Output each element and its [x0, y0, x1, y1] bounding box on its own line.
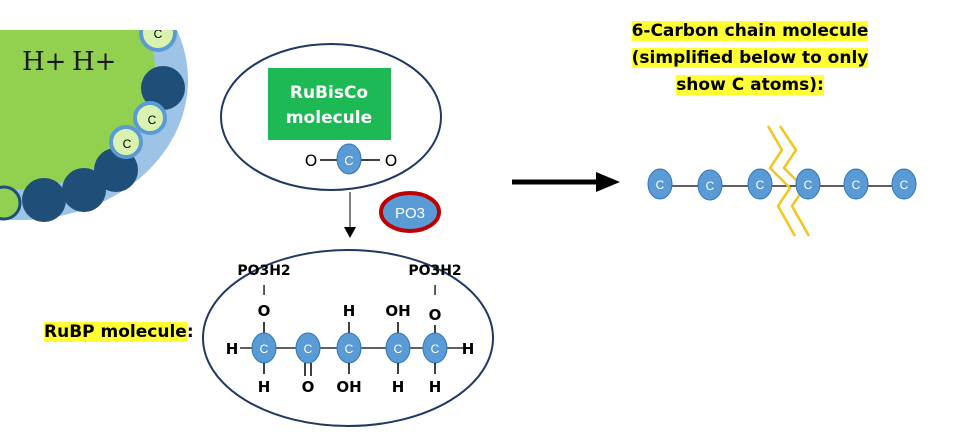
h-ion-label: H+: [22, 47, 66, 77]
chain-carbon: C: [795, 168, 821, 200]
six-carbon-title: 6-Carbon chain molecule (simplified belo…: [600, 18, 900, 99]
chain-carbon: C: [647, 168, 673, 200]
co2-c: C: [344, 153, 353, 168]
svg-text:C: C: [123, 137, 132, 151]
svg-text:C: C: [148, 113, 157, 127]
rubp-h-bottom-4: H: [392, 378, 405, 396]
small-sphere: [0, 185, 22, 221]
rubp-o-5: O: [429, 306, 442, 324]
rubp-h-left: H: [226, 340, 239, 358]
svg-text:C: C: [394, 342, 403, 356]
chain-break-left: [766, 125, 797, 237]
down-arrow-head: [344, 227, 356, 238]
six-carbon-title-line2: (simplified below to only: [631, 48, 869, 68]
svg-text:C: C: [431, 342, 440, 356]
svg-text:C: C: [345, 342, 354, 356]
big-arrow-head: [596, 172, 620, 192]
rubp-carbon: C: [422, 332, 448, 364]
svg-text:C: C: [706, 179, 715, 193]
rubp-o-bottom-2: O: [302, 378, 315, 396]
svg-text:I: I: [262, 284, 266, 299]
phosphate-group: PO3: [379, 191, 441, 233]
h-ion-label: H+: [72, 47, 116, 77]
membrane-carbon: C: [139, 27, 177, 52]
membrane-carbon: C: [109, 125, 143, 159]
rubp-group: PO3H2 PO3H2 I I O H OH O C C C C: [202, 249, 494, 427]
svg-text:C: C: [756, 178, 765, 192]
svg-text:C: C: [656, 178, 665, 192]
co2-molecule: O C O: [305, 143, 398, 175]
rubp-po3h2-left: PO3H2: [237, 263, 290, 279]
svg-text:C: C: [260, 342, 269, 356]
svg-text:C: C: [154, 27, 163, 41]
rubisco-box: [268, 68, 391, 140]
co2-o-left: O: [305, 151, 318, 170]
chain-carbon: C: [747, 168, 773, 200]
rubisco-label-1: RuBisCo: [290, 83, 368, 103]
rubp-carbon: C: [295, 332, 321, 364]
phosphate-label: PO3: [395, 205, 425, 222]
svg-text:C: C: [804, 178, 813, 192]
six-carbon-title-line3: show C atoms):: [676, 75, 824, 95]
rubp-oh-bottom-3: OH: [336, 378, 361, 396]
rubp-caption-colon: :: [186, 322, 194, 342]
cell-region: C C C H+ H+: [0, 27, 188, 222]
dark-sphere: [62, 168, 106, 212]
dark-sphere: [22, 178, 66, 222]
rubp-h-right: H: [462, 340, 475, 358]
rubp-carbon: C: [251, 332, 277, 364]
svg-text:C: C: [852, 178, 861, 192]
rubp-h-bottom-5: H: [429, 378, 442, 396]
chain-carbon: C: [891, 168, 917, 200]
six-carbon-title-line1: 6-Carbon chain molecule: [631, 21, 869, 41]
rubp-oh-top-4: OH: [385, 302, 410, 320]
phosphate-ellipse: [379, 191, 441, 233]
rubp-h-top-3: H: [343, 302, 356, 320]
chain-break-right: [778, 125, 811, 237]
rubisco-label-2: molecule: [286, 108, 372, 128]
dark-sphere: [141, 66, 185, 110]
rubp-caption-text: RuBP molecule: [44, 322, 187, 342]
six-carbon-chain: C C C C C C: [647, 125, 917, 237]
svg-text:I: I: [433, 284, 437, 299]
rubp-po3h2-right: PO3H2: [408, 263, 461, 279]
rubp-caption: RuBP molecule:: [44, 322, 194, 342]
svg-text:C: C: [304, 342, 313, 356]
svg-text:C: C: [900, 178, 909, 192]
chain-carbon: C: [843, 168, 869, 200]
rubp-carbon: C: [336, 332, 362, 364]
co2-o-right: O: [385, 151, 398, 170]
rubisco-group: RuBisCo molecule O C O: [220, 43, 442, 191]
rubp-h-bottom-1: H: [258, 378, 271, 396]
dark-sphere: [94, 148, 138, 192]
membrane-carbon: C: [133, 101, 167, 135]
rubp-carbon: C: [385, 332, 411, 364]
rubp-o-1: O: [258, 302, 271, 320]
chain-carbon: C: [697, 169, 723, 201]
